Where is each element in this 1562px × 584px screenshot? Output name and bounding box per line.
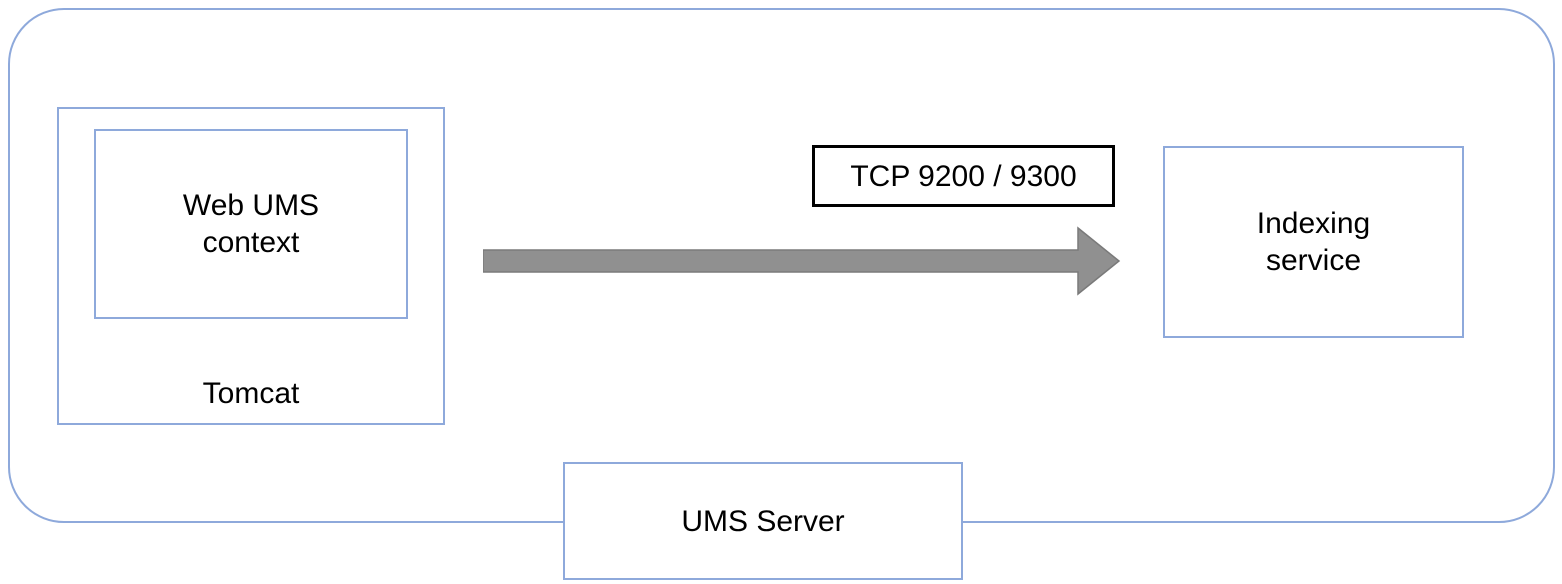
web-ums-context-line2: context [202, 226, 300, 259]
tcp-ports-label-box: TCP 9200 / 9300 [812, 145, 1115, 207]
indexing-service-box: Indexing service [1163, 146, 1464, 338]
indexing-service-label: Indexing service [1257, 205, 1370, 279]
tomcat-box: Web UMS context Tomcat [57, 107, 445, 425]
tcp-ports-label: TCP 9200 / 9300 [850, 159, 1077, 193]
indexing-service-line2: service [1265, 244, 1362, 277]
connection-arrow [483, 226, 1121, 296]
tomcat-label: Tomcat [202, 377, 300, 410]
indexing-service-line1: Indexing [1256, 207, 1371, 240]
web-ums-context-line1: Web UMS [182, 189, 320, 222]
arrow-right-icon [483, 226, 1121, 296]
ums-server-label: UMS Server [681, 504, 845, 538]
web-ums-context-label: Web UMS context [183, 187, 319, 261]
web-ums-context-box: Web UMS context [94, 129, 408, 319]
ums-server-title-box: UMS Server [563, 462, 963, 580]
